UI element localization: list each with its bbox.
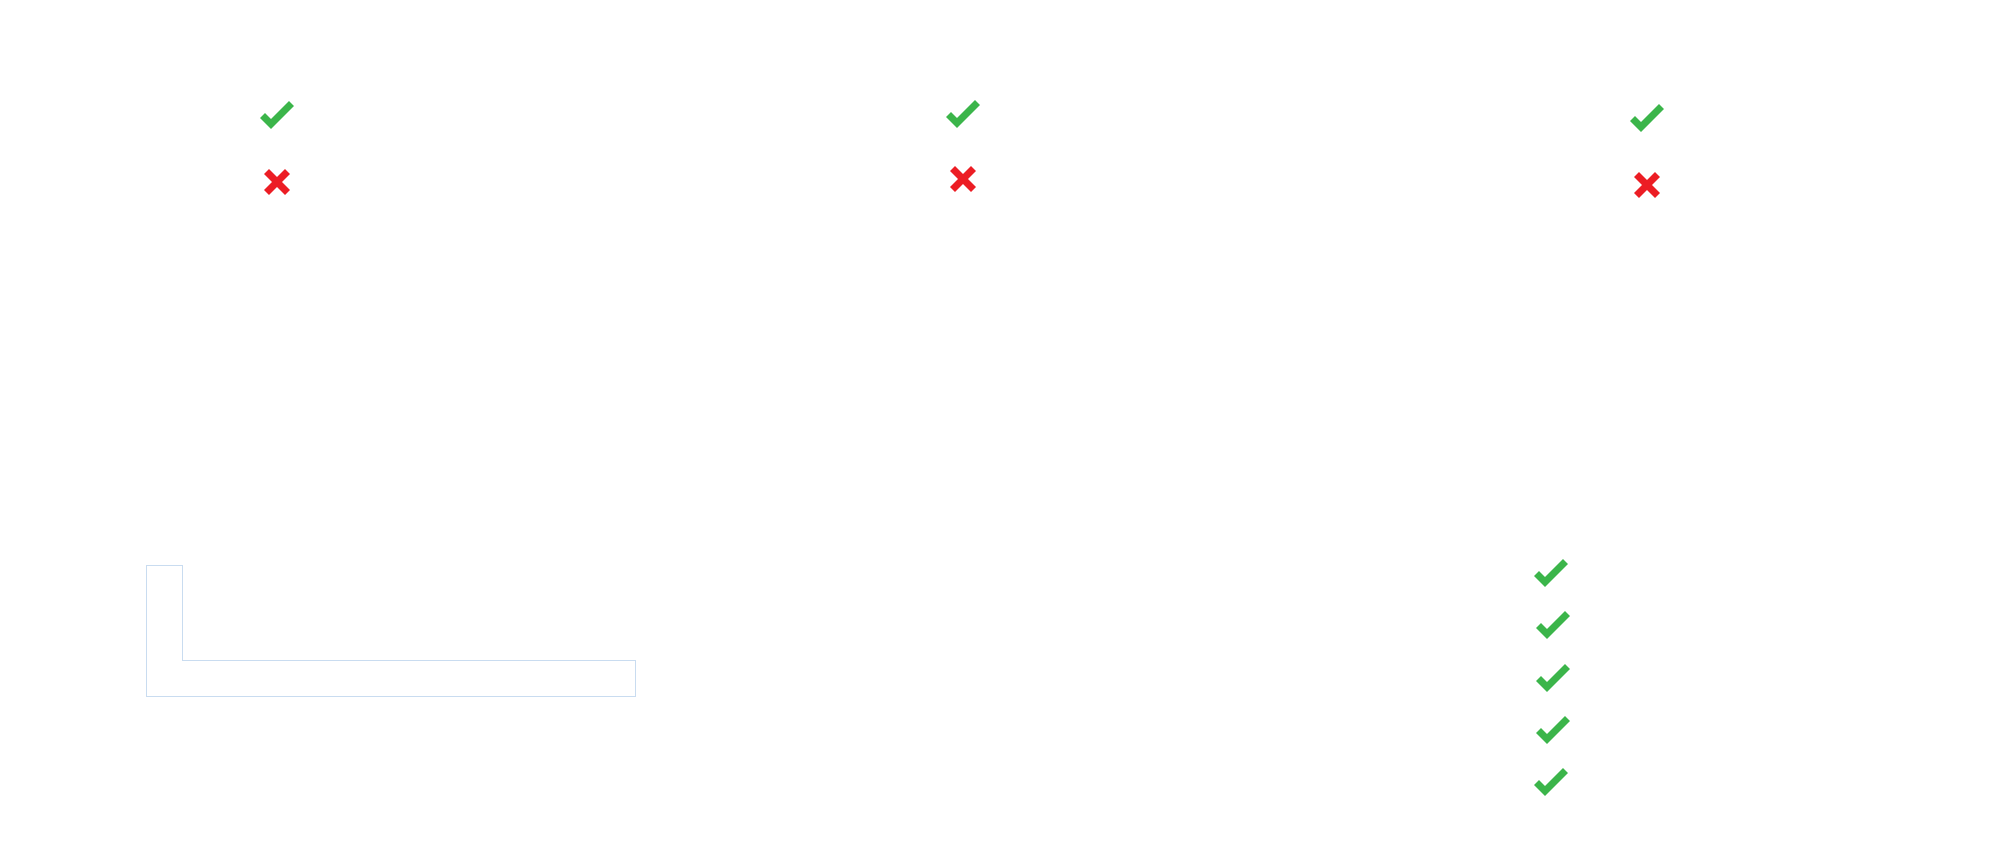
check-icon — [1627, 102, 1667, 136]
check-icon — [1533, 662, 1573, 696]
cross-icon — [257, 165, 297, 199]
cross-icon — [943, 162, 983, 196]
check-icon — [1533, 609, 1573, 643]
check-icon — [1531, 766, 1571, 800]
check-icon — [257, 99, 297, 133]
check-icon — [943, 98, 983, 132]
check-icon — [1533, 714, 1573, 748]
check-icon — [1531, 557, 1571, 591]
l-shape-outline — [146, 565, 636, 697]
cross-icon — [1627, 168, 1667, 202]
